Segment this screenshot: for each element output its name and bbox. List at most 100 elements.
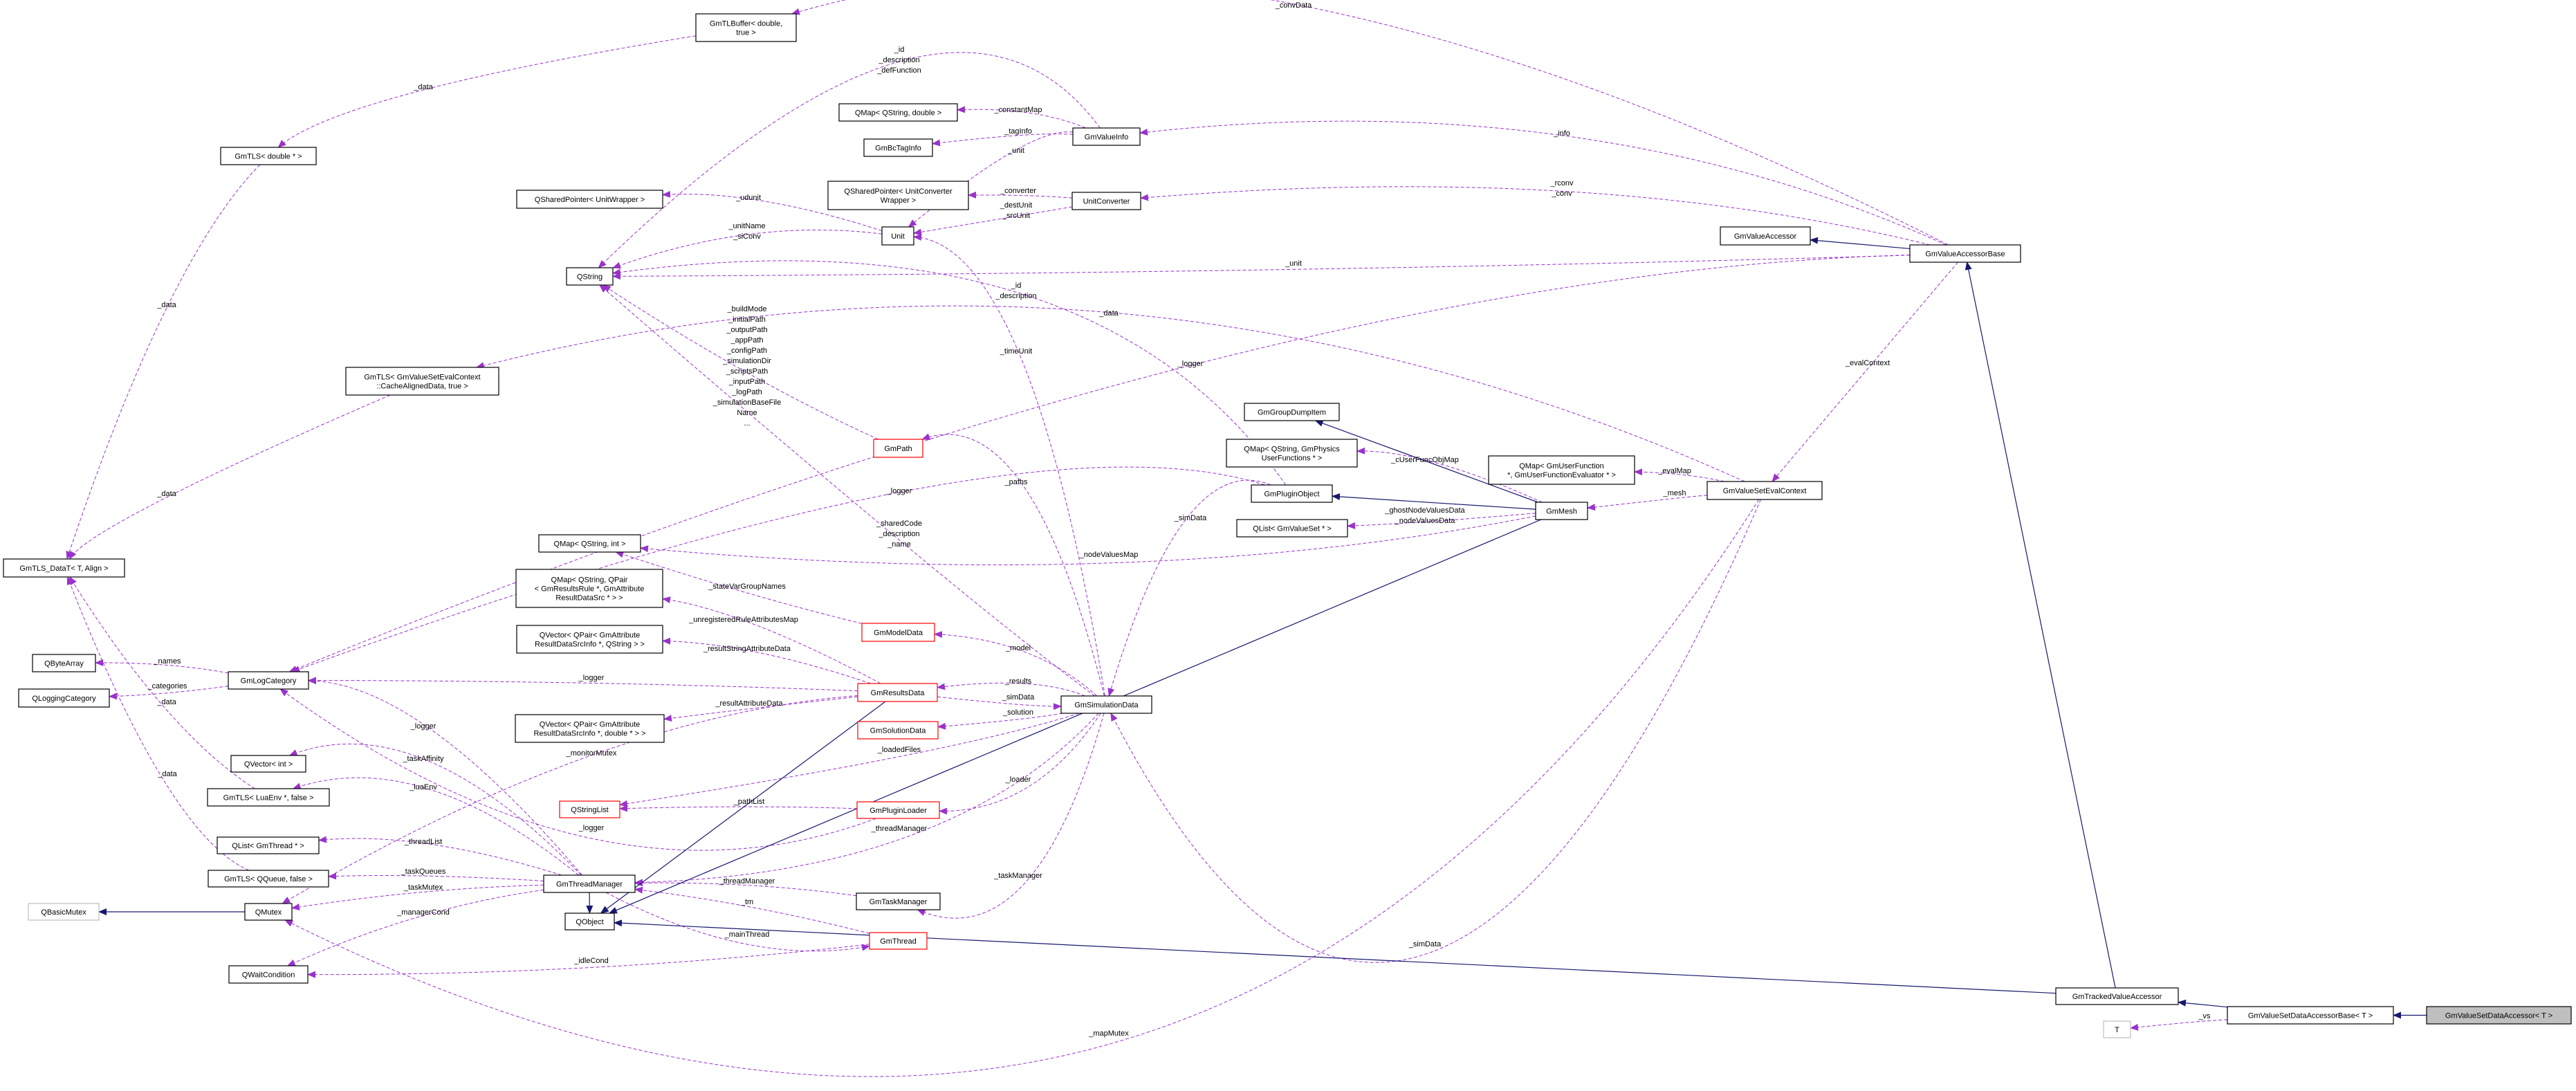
class-node-qmu[interactable]: QMutex — [244, 903, 293, 921]
class-box[interactable] — [1072, 127, 1141, 146]
class-node-gth[interactable]: GmThread — [869, 932, 928, 950]
class-box[interactable] — [863, 138, 933, 157]
class-node-gmesh[interactable]: GmMesh — [1535, 502, 1588, 520]
class-node-gtm[interactable]: GmThreadManager — [543, 874, 636, 893]
class-node-qsl[interactable]: QStringList — [559, 800, 620, 818]
class-box[interactable] — [827, 181, 969, 210]
class-node-qstr[interactable]: QString — [566, 267, 614, 286]
class-node-gvsec[interactable]: GmValueSetEvalContext — [1706, 481, 1823, 500]
class-node-gsol[interactable]: GmSolutionData — [857, 721, 939, 740]
class-box[interactable] — [516, 190, 663, 209]
class-node-gmd[interactable]: GmModelData — [861, 623, 935, 642]
class-node-grd[interactable]: GmResultsData — [857, 683, 938, 702]
class-node-qlth[interactable]: QList< GmThread * > — [217, 836, 320, 854]
class-box[interactable] — [869, 932, 928, 950]
class-box[interactable] — [3, 558, 125, 578]
class-node-ggdi[interactable]: GmGroupDumpItem — [1244, 403, 1340, 421]
class-box[interactable] — [2103, 1020, 2131, 1038]
class-node-gvsda[interactable]: GmValueSetDataAccessor< T > — [2426, 1006, 2572, 1025]
class-box[interactable] — [695, 13, 797, 42]
class-node-unit[interactable]: Unit — [881, 226, 914, 246]
class-box[interactable] — [566, 267, 614, 286]
class-node-tlbuf[interactable]: GmTLBuffer< double,true > — [695, 13, 797, 42]
class-box[interactable] — [516, 625, 663, 654]
class-box[interactable] — [1244, 403, 1340, 421]
class-box[interactable] — [208, 870, 329, 888]
class-box[interactable] — [2055, 987, 2179, 1005]
class-node-gpath[interactable]: GmPath — [873, 439, 923, 458]
class-node-gpl[interactable]: GmPluginLoader — [856, 801, 940, 819]
class-node-qmsd[interactable]: QMap< QString, double > — [838, 103, 958, 122]
class-node-glc[interactable]: GmLogCategory — [228, 671, 309, 690]
class-box[interactable] — [1236, 519, 1348, 538]
class-node-tlslua[interactable]: GmTLS< LuaEnv *, false > — [207, 788, 330, 807]
class-node-gpo[interactable]: GmPluginObject — [1251, 484, 1333, 503]
class-box[interactable] — [1909, 244, 2021, 263]
class-node-qlc[interactable]: QLoggingCategory — [18, 688, 110, 708]
class-box[interactable] — [857, 683, 938, 702]
class-box[interactable] — [1071, 192, 1141, 210]
class-box[interactable] — [543, 874, 636, 893]
class-box[interactable] — [18, 688, 110, 708]
class-box[interactable] — [228, 671, 309, 690]
class-box[interactable] — [2426, 1006, 2572, 1025]
class-box[interactable] — [32, 654, 96, 672]
class-node-tlsqq[interactable]: GmTLS< QQueue, false > — [208, 870, 329, 888]
class-node-tlsd[interactable]: GmTLS< double * > — [220, 147, 317, 165]
class-node-qvdbl[interactable]: QVector< QPair< GmAttributeResultDataSrc… — [515, 714, 665, 743]
class-box[interactable] — [1060, 695, 1152, 714]
class-box[interactable] — [873, 439, 923, 458]
class-node-gvi[interactable]: GmValueInfo — [1072, 127, 1141, 146]
class-box[interactable] — [881, 226, 914, 246]
class-node-gvsdab[interactable]: GmValueSetDataAccessorBase< T > — [2227, 1006, 2394, 1025]
class-box[interactable] — [1251, 484, 1333, 503]
class-box[interactable] — [838, 103, 958, 122]
class-node-gtkm[interactable]: GmTaskManager — [856, 892, 941, 910]
class-box[interactable] — [228, 965, 309, 984]
class-node-spuw[interactable]: QSharedPointer< UnitWrapper > — [516, 190, 663, 209]
class-box[interactable] — [220, 147, 317, 165]
class-box[interactable] — [28, 903, 100, 921]
class-node-gsd[interactable]: GmSimulationData — [1060, 695, 1152, 714]
class-box[interactable] — [856, 801, 940, 819]
class-box[interactable] — [515, 569, 663, 608]
class-node-qmuf[interactable]: QMap< GmUserFunction *, GmUserFunctionEv… — [1488, 455, 1635, 485]
class-box[interactable] — [564, 913, 615, 930]
class-node-qvstr[interactable]: QVector< QPair< GmAttributeResultDataSrc… — [516, 625, 663, 654]
class-box[interactable] — [1706, 481, 1823, 500]
class-node-tlsec[interactable]: GmTLS< GmValueSetEvalContext::CacheAlign… — [345, 367, 499, 396]
class-box[interactable] — [2227, 1006, 2394, 1025]
class-box[interactable] — [230, 755, 306, 773]
class-box[interactable] — [559, 800, 620, 818]
class-node-t[interactable]: T — [2103, 1020, 2131, 1038]
class-node-qvi[interactable]: QVector< int > — [230, 755, 306, 773]
class-node-gvab[interactable]: GmValueAccessorBase — [1909, 244, 2021, 263]
class-box[interactable] — [856, 892, 941, 910]
class-node-qmsi[interactable]: QMap< QString, int > — [538, 534, 641, 553]
class-node-qwc[interactable]: QWaitCondition — [228, 965, 309, 984]
class-node-gva[interactable]: GmValueAccessor — [1720, 226, 1811, 246]
class-node-tlsdt[interactable]: GmTLS_DataT< T, Align > — [3, 558, 125, 578]
class-node-qlvs[interactable]: QList< GmValueSet * > — [1236, 519, 1348, 538]
class-node-qobj[interactable]: QObject — [564, 913, 615, 930]
class-box[interactable] — [515, 714, 665, 743]
class-box[interactable] — [861, 623, 935, 642]
class-node-gtva[interactable]: GmTrackedValueAccessor — [2055, 987, 2179, 1005]
class-box[interactable] — [217, 836, 320, 854]
class-node-qbm[interactable]: QBasicMutex — [28, 903, 100, 921]
class-node-gbti[interactable]: GmBcTagInfo — [863, 138, 933, 157]
class-node-qba[interactable]: QByteArray — [32, 654, 96, 672]
class-box[interactable] — [1488, 455, 1635, 485]
class-box[interactable] — [857, 721, 939, 740]
class-node-uconv[interactable]: UnitConverter — [1071, 192, 1141, 210]
class-box[interactable] — [1226, 439, 1358, 468]
class-box[interactable] — [345, 367, 499, 396]
class-node-qmpair[interactable]: QMap< QString, QPair< GmResultsRule *, G… — [515, 569, 663, 608]
class-box[interactable] — [1535, 502, 1588, 520]
class-box[interactable] — [207, 788, 330, 807]
class-box[interactable] — [1720, 226, 1811, 246]
class-box[interactable] — [244, 903, 293, 921]
class-box[interactable] — [538, 534, 641, 553]
